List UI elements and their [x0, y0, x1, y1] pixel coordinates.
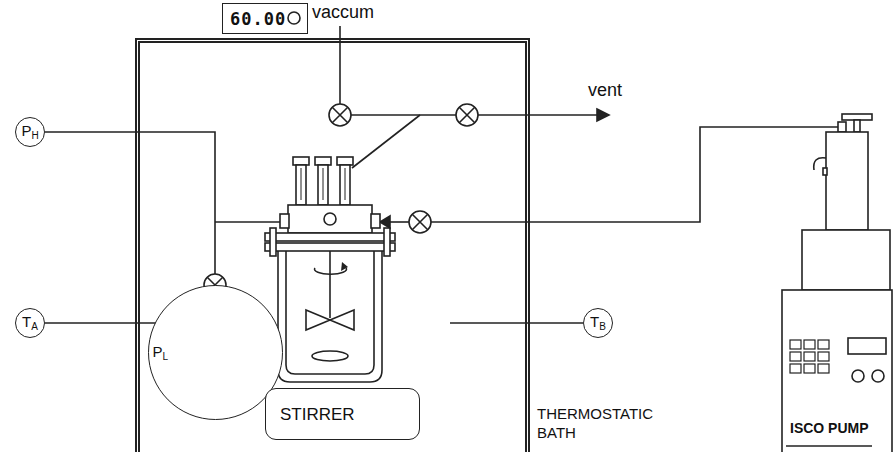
pressure-gauge: PH — [15, 117, 45, 147]
vent-line — [351, 114, 456, 116]
node-text: STIRRER — [280, 405, 405, 424]
device-label: ISCO PUMP — [790, 420, 869, 436]
stirrer-box: STIRRER — [265, 388, 420, 440]
sensor-lead — [450, 322, 583, 324]
temperature-sensor: TB — [583, 308, 613, 338]
pressure-gauge: PL — [148, 285, 283, 420]
arrowhead — [597, 109, 609, 121]
node-text: TA — [22, 314, 38, 332]
node-text: PH — [21, 123, 38, 141]
thermostatic-bath: THERMOSTATIC BATHPLSTIRRER — [135, 38, 530, 452]
port-label: vaccum — [312, 2, 374, 23]
pump-line — [431, 127, 845, 222]
node-text: 60.00 — [230, 9, 286, 29]
connector-path — [45, 132, 215, 285]
valve-symbol — [456, 104, 478, 126]
temperature-display: 60.00 — [222, 3, 308, 34]
vent-line — [478, 114, 598, 116]
subscript: A — [31, 321, 38, 332]
reactor-drawing — [265, 157, 395, 382]
connector-line — [45, 132, 215, 285]
pump-line — [389, 221, 409, 223]
port-label: vent — [588, 80, 622, 101]
temperature-sensor: TA — [15, 308, 45, 338]
bath-title: THERMOSTATIC BATH — [537, 404, 662, 442]
node-text: PL — [153, 342, 278, 362]
indicator-light — [288, 12, 300, 24]
valve-symbol — [409, 211, 431, 233]
node-text: TB — [590, 314, 606, 332]
subscript: B — [599, 321, 606, 332]
valve-symbol — [329, 104, 351, 126]
vent-line — [352, 115, 420, 168]
arrowhead — [380, 216, 390, 228]
subscript: L — [163, 351, 169, 362]
syringe-pump-drawing — [782, 114, 892, 452]
subscript: H — [31, 130, 38, 141]
pressure-line — [215, 221, 280, 223]
